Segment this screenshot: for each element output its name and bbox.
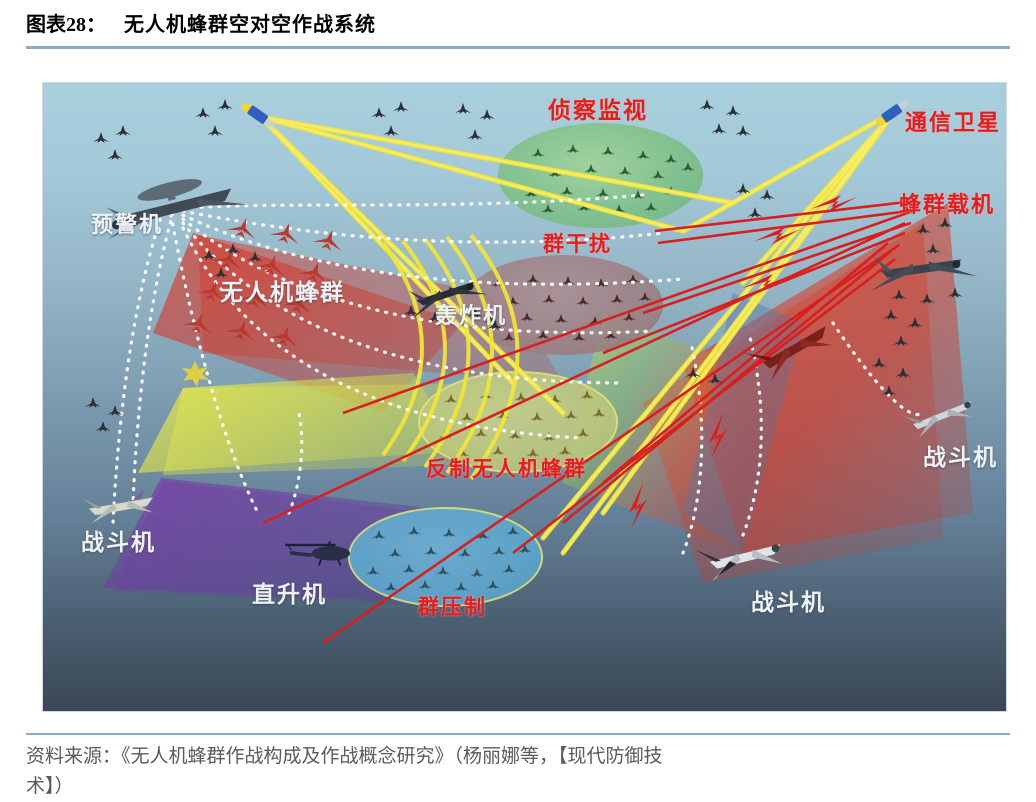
red-attack-lines: [262, 199, 916, 645]
scattered-drones-mid: [201, 243, 503, 330]
datalink-layer: [111, 193, 925, 555]
lightning-bolt-icon: [629, 195, 857, 529]
satellite-left-beam-cores: [260, 116, 734, 414]
uav-swarm-red[interactable]: [181, 213, 347, 350]
scattered-drones-right: [685, 183, 953, 396]
footer-divider: [26, 733, 1010, 735]
fighter-right-icon[interactable]: [901, 389, 977, 441]
satcom-beam-layer: [258, 108, 898, 556]
explosion-icon: [182, 361, 209, 387]
bomber-aircraft-icon[interactable]: [404, 268, 488, 319]
swarm-carrier-aircraft-icon[interactable]: [865, 243, 978, 292]
aircraft-layer: [82, 98, 978, 583]
satellite-right-icon[interactable]: [874, 98, 911, 128]
figure-number: 图表28：: [26, 14, 106, 36]
source-line-2: 术】）: [26, 776, 74, 797]
awacs-aircraft-icon[interactable]: [98, 165, 248, 240]
page-title: 图表28： 无人机蜂群空对空作战系统: [26, 8, 376, 37]
fighter-dark-red-icon[interactable]: [744, 311, 836, 386]
scattered-drones-top-left: [93, 99, 751, 160]
source-line-1: 资料来源：《无人机蜂群作战构成及作战概念研究》（杨丽娜等，【现代防御技: [26, 746, 663, 767]
fighter-bottom-icon[interactable]: [695, 529, 785, 583]
scattered-drones-left-low: [85, 397, 123, 432]
diagram-panel: 侦察监视 群干扰 反制无人机蜂群 群压制 预警机 无人机蜂群 轰炸机 战斗机 直…: [42, 82, 1007, 712]
title-divider: [26, 46, 1010, 49]
carrier-released-drones: [891, 287, 963, 304]
figure-title-text: 无人机蜂群空对空作战系统: [124, 14, 376, 36]
jammer-arc-waves: [381, 233, 520, 481]
satellite-left-icon[interactable]: [240, 100, 277, 130]
datalink-dotted-lines: [111, 193, 925, 555]
fighter-left-icon[interactable]: [82, 486, 155, 524]
red-beam-cone-2: [198, 235, 563, 383]
helicopter-icon[interactable]: [285, 541, 350, 566]
attack-line-layer: [262, 195, 916, 645]
